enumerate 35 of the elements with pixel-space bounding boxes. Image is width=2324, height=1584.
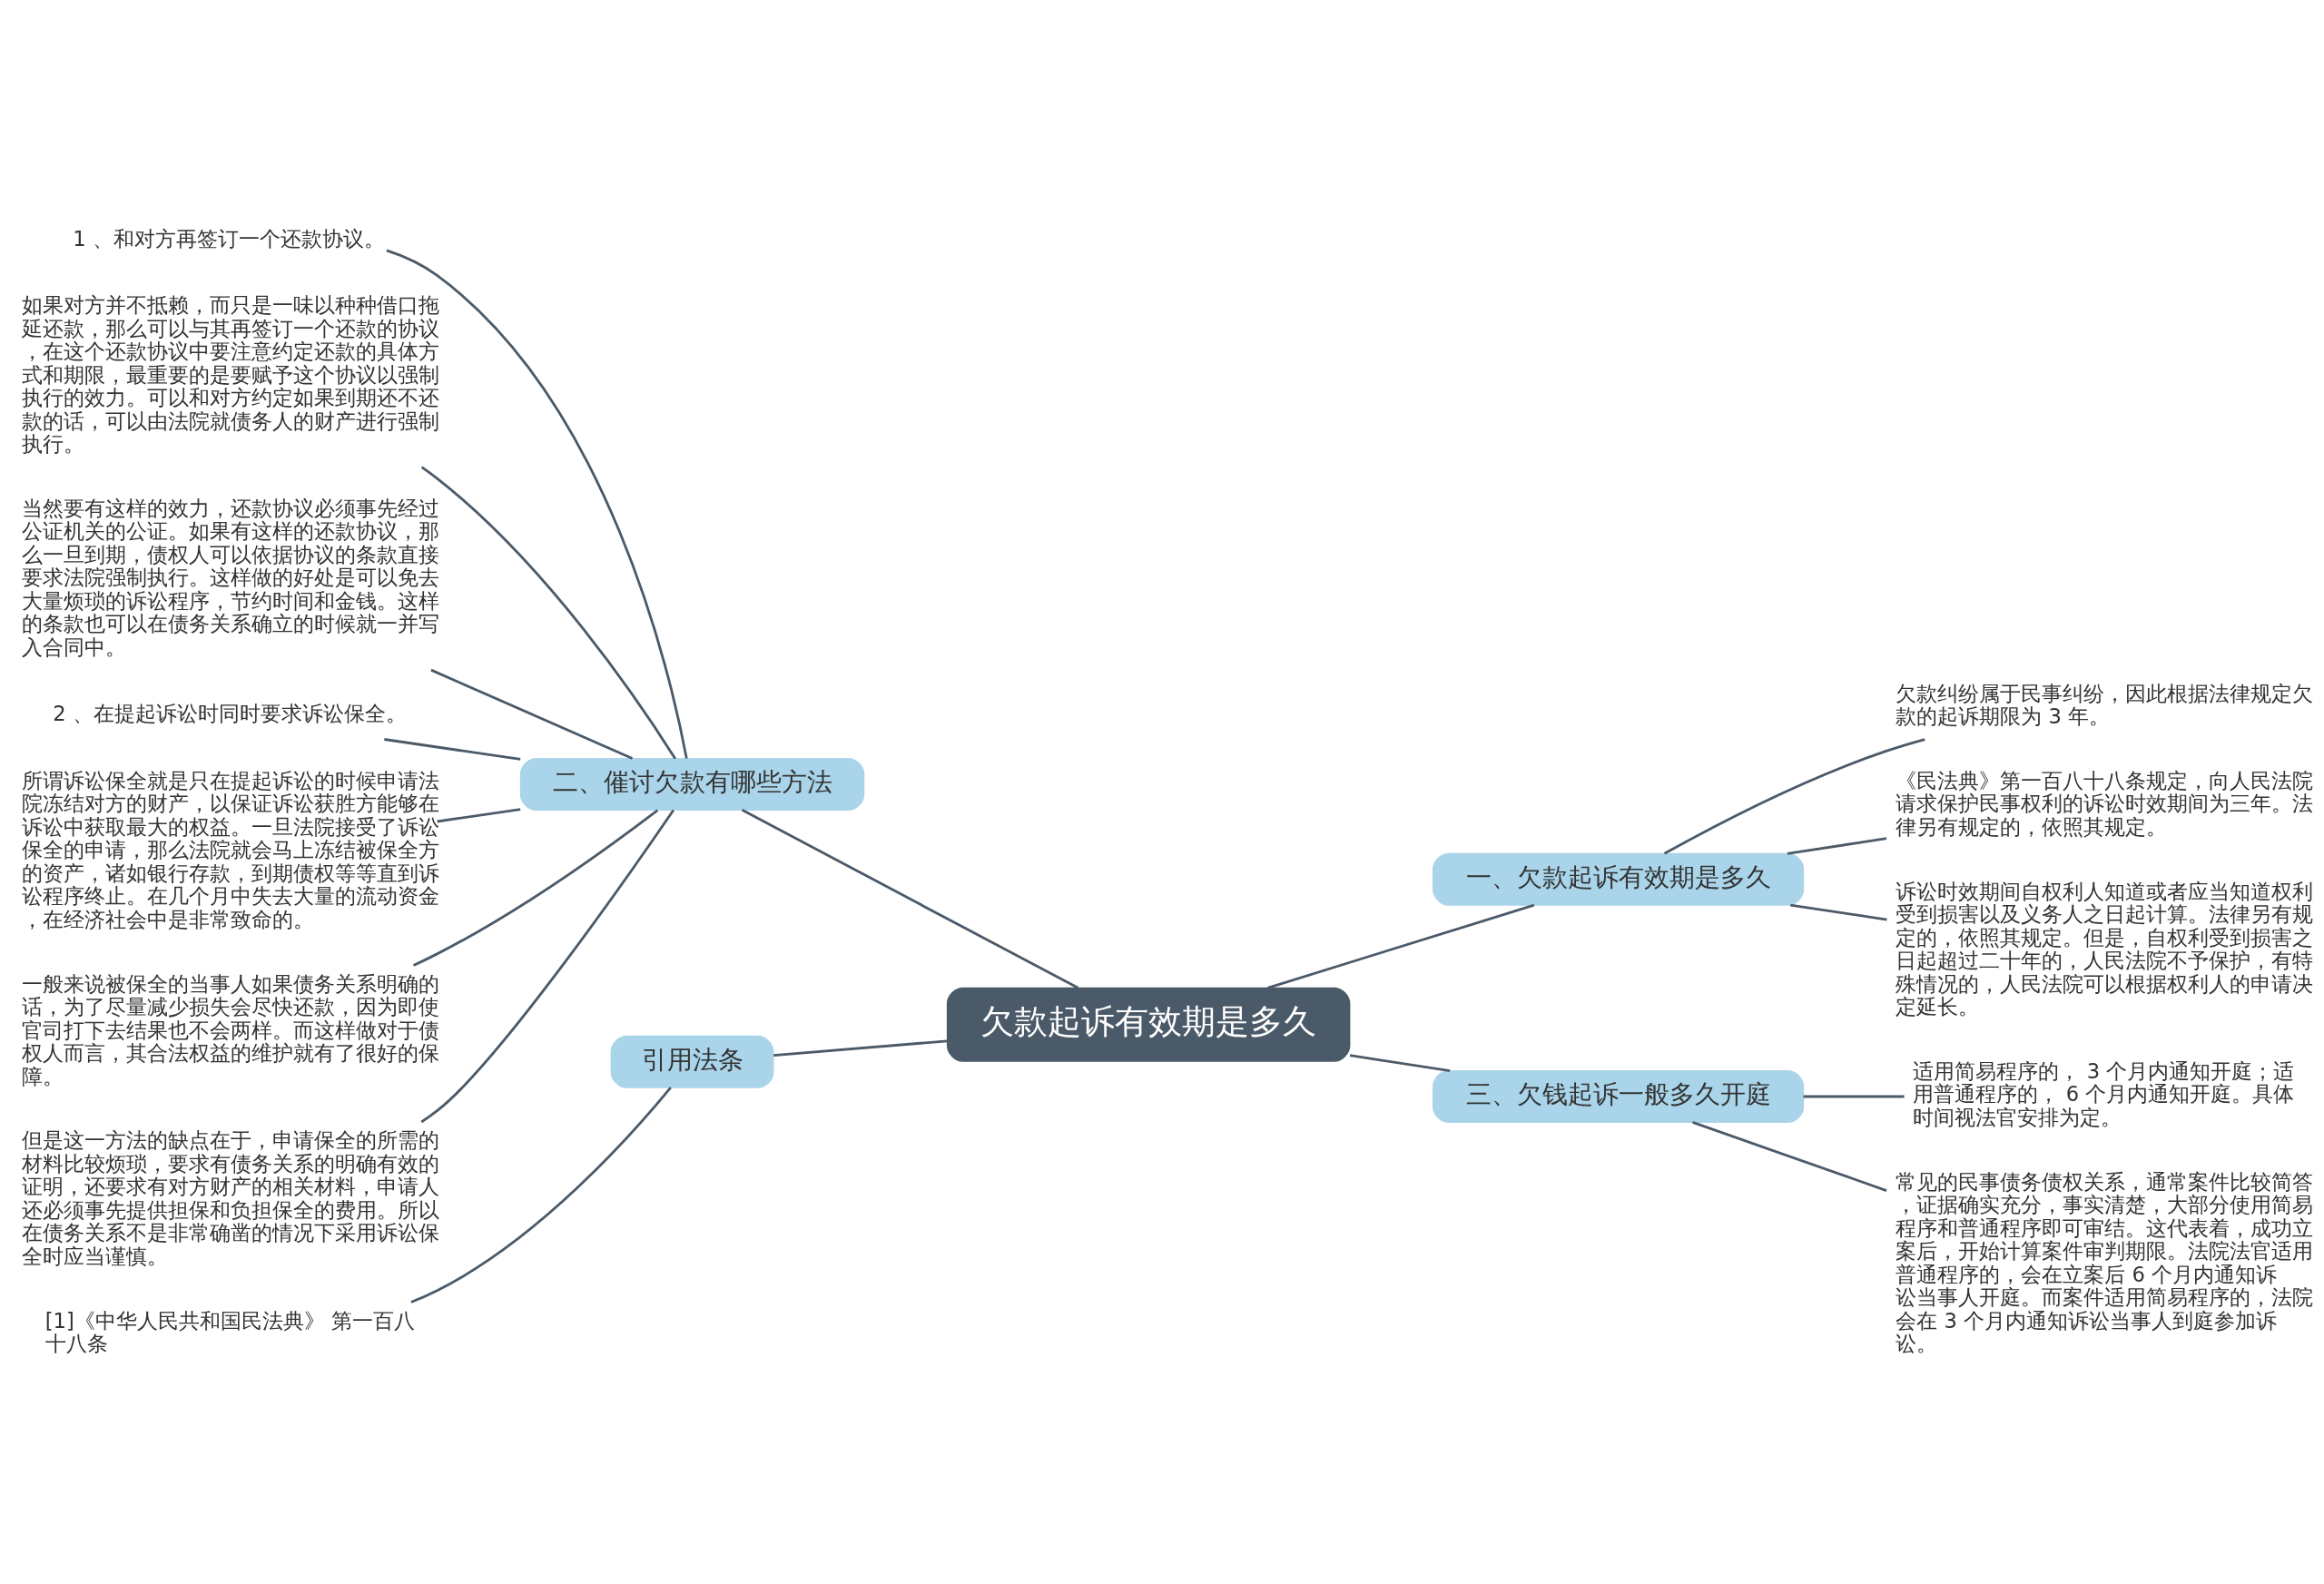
connector xyxy=(386,249,688,759)
connector xyxy=(1663,738,1925,855)
node-text: 所谓诉讼保全就是只在提起诉讼的时候申请法院冻结对方的财产，以保证诉讼获胜方能够在诉讼中获取最大的权益。一旦法院接受了诉讼保全的申请，那么法院就会马上冻结被保全方的资产，诸如银行存款，到期债权等等直到诉讼程序终止。在几个月中失去大量的流动资金，在经济社会中是非常致命的。 xyxy=(22,768,440,931)
connector xyxy=(1349,1054,1451,1073)
connector xyxy=(1692,1121,1887,1192)
connector xyxy=(430,668,634,760)
connector xyxy=(1267,903,1535,989)
node-text: 常见的民事债务债权关系，通常案件比较简答，证据确实充分，事实清楚，大部分使用简易程序和普通程序即可审结。这代表着，成功立案后，开始计算案件审判期限。法院法官适用普通程序的，会在立案后 6 个月内通知诉讼当事人开庭。而案件适用简易程序的，法院会在 3 个月内通知诉讼当事人到庭参加诉讼。 xyxy=(1896,1169,2314,1356)
connector xyxy=(412,809,659,967)
node-text: 《民法典》第一百八十八条规定，向人民法院请求保护民事权利的诉讼时效期间为三年。法律另有规定的，依照其规定。 xyxy=(1896,768,2314,839)
connector xyxy=(1790,903,1887,921)
node-box: 三、欠钱起诉一般多久开庭 xyxy=(1433,1070,1805,1124)
node-text: 一般来说被保全的当事人如果债务关系明确的话，为了尽量减少损失会尽快还款，因为即使官司打下去结果也不会两样。而这样做对于债权人而言，其合法权益的维护就有了很好的保障。 xyxy=(22,971,440,1088)
connector xyxy=(420,809,675,1124)
connector xyxy=(420,466,676,760)
node-box: 欠款起诉有效期是多久 xyxy=(946,987,1351,1062)
node-text: 适用简易程序的， 3 个月内通知开庭；适用普通程序的， 6 个月内通知开庭。具体时间视法官安排为定。 xyxy=(1913,1058,2295,1129)
node-text: 2 、在提起诉讼时同时要求诉讼保全。 xyxy=(53,702,407,726)
connector xyxy=(437,808,521,823)
node-box: 一、欠款起诉有效期是多久 xyxy=(1433,852,1805,906)
node-text: 1 、和对方再签订一个还款协议。 xyxy=(73,226,385,251)
connector xyxy=(1787,837,1887,855)
node-text: 当然要有这样的效力，还款协议必须事先经过公证机关的公证。如果有这样的还款协议，那么一旦到期，债权人可以依据协议的条款直接要求法院强制执行。这样做的好处是可以免去大量烦琐的诉讼程序，节约时间和金钱。这样的条款也可以在债务关系确立的时候就一并写入合同中。 xyxy=(22,496,440,659)
connector xyxy=(741,809,1079,989)
connector xyxy=(384,738,521,761)
connector xyxy=(773,1039,948,1057)
node-text: 诉讼时效期间自权利人知道或者应当知道权利受到损害以及义务人之日起计算。法律另有规定的，依照其规定。但是，自权利受到损害之日起超过二十年的，人民法院不予保护，有特殊情况的，人民法院可以根据权利人的申请决定延长。 xyxy=(1896,879,2314,1019)
node-text: 但是这一方法的缺点在于，申请保全的所需的材料比较烦琐，要求有债务关系的明确有效的证明，还要求有对方财产的相关材料，申请人还必须事先提供担保和负担保全的费用。所以在债务关系不是非常确凿的情况下采用诉讼保全时应当谨慎。 xyxy=(22,1128,440,1268)
node-text: [1]《中华人民共和国民法典》 第一百八十八条 xyxy=(44,1308,415,1356)
connector xyxy=(1803,1095,1905,1098)
node-box: 引用法条 xyxy=(610,1035,774,1088)
connector xyxy=(410,1087,672,1304)
node-text: 欠款纠纷属于民事纠纷，因此根据法律规定欠款的起诉期限为 3 年。 xyxy=(1896,681,2314,729)
node-box: 二、催讨欠款有哪些方法 xyxy=(519,758,865,812)
node-text: 如果对方并不抵赖，而只是一味以种种借口拖延还款，那么可以与其再签订一个还款的协议，在这个还款协议中要注意约定还款的具体方式和期限，最重要的是要赋予这个协议以强制执行的效力。可以和对方约定如果到期还不还款的话，可以由法院就债务人的财产进行强制执行。 xyxy=(22,293,440,457)
